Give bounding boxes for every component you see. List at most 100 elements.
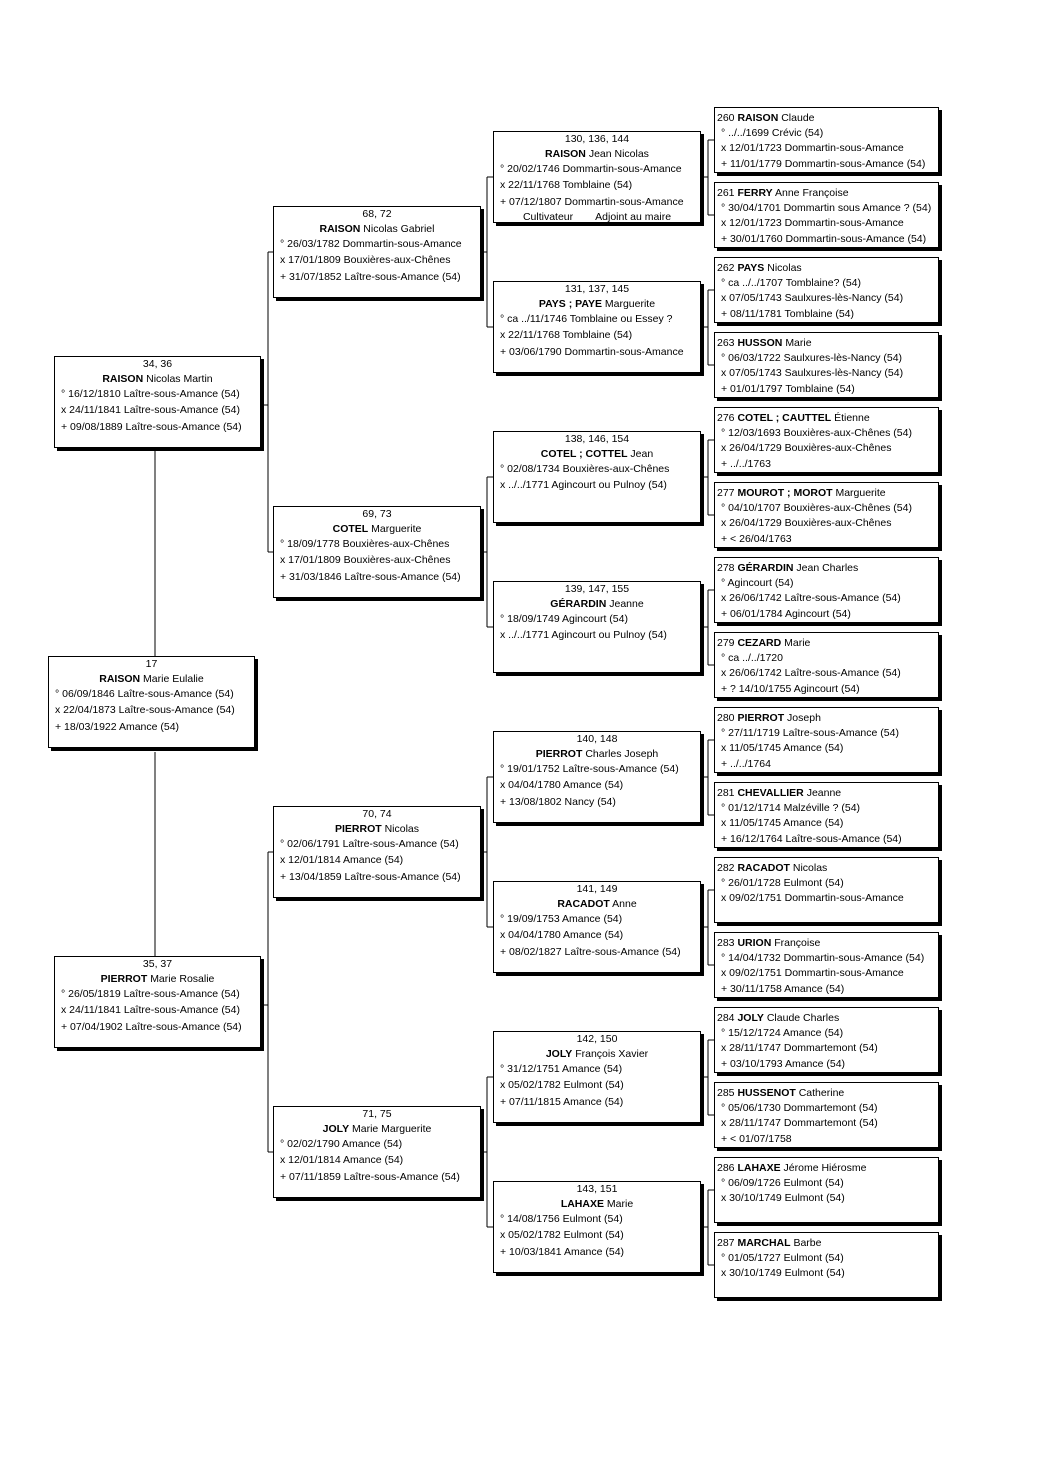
surname: LAHAXE	[560, 1198, 604, 1211]
person-name: 282 RACADOT Nicolas	[717, 861, 936, 876]
marriage-line: x 11/05/1745 Amance (54)	[721, 817, 844, 830]
given-names: Marie	[785, 337, 812, 349]
death-line: + 10/03/1841 Amance (54)	[500, 1245, 625, 1258]
birth-line: ° 15/12/1724 Amance (54)	[721, 1027, 844, 1040]
person-name: PIERROT Marie Rosalie	[57, 972, 258, 987]
occupation: Cultivateur	[522, 211, 574, 223]
death-line: + 07/11/1815 Amance (54)	[500, 1095, 624, 1108]
person-name: 261 FERRY Anne Françoise	[717, 186, 936, 201]
surname: HUSSON	[737, 337, 783, 349]
given-names: Jean Charles	[796, 562, 859, 574]
given-names: Anne Françoise	[775, 187, 849, 199]
birth-line: ° 01/05/1727 Eulmont (54)	[721, 1252, 844, 1265]
person-name: PAYS ; PAYE Marguerite	[496, 297, 698, 312]
given-names: Anne	[612, 898, 637, 911]
death-line: + 07/11/1859 Laître-sous-Amance (54)	[280, 1170, 460, 1183]
sosa-number: 262	[717, 262, 735, 274]
person-name: RAISON Jean Nicolas	[496, 147, 698, 162]
person-name: 276 COTEL ; CAUTTEL Étienne	[717, 411, 936, 426]
person-box-281: 281 CHEVALLIER Jeanne° 01/12/1714 Malzév…	[714, 782, 939, 848]
person-box-284: 284 JOLY Claude Charles° 15/12/1724 Aman…	[714, 1007, 939, 1073]
sosa-number: 282	[717, 862, 735, 874]
person-name: PIERROT Nicolas	[276, 822, 478, 837]
marriage-line: x 12/01/1814 Amance (54)	[280, 853, 404, 866]
occupation: Adjoint au maire	[595, 211, 672, 223]
person-box-277: 277 MOUROT ; MOROT Marguerite° 04/10/170…	[714, 482, 939, 548]
marriage-line: x 05/02/1782 Eulmont (54)	[500, 1078, 624, 1091]
surname: CEZARD	[737, 637, 782, 649]
sosa-number: 263	[717, 337, 735, 349]
birth-line: ° 26/05/1819 Laître-sous-Amance (54)	[61, 988, 240, 1001]
birth-line: ° 30/04/1701 Dommartin sous Amance ? (54…	[721, 202, 932, 215]
birth-line: ° ca ../../1707 Tomblaine? (54)	[721, 277, 862, 290]
given-names: Nicolas Gabriel	[363, 223, 435, 236]
death-line: + 30/11/1758 Amance (54)	[721, 982, 845, 995]
marriage-line: x 26/04/1729 Bouxières-aux-Chênes	[721, 442, 892, 455]
surname: PIERROT	[535, 748, 583, 761]
sosa-number: 281	[717, 787, 735, 799]
given-names: Catherine	[798, 1087, 845, 1099]
given-names: Claude	[781, 112, 815, 124]
sosa-numbers: 141, 149	[576, 883, 618, 895]
sosa-numbers: 142, 150	[576, 1033, 618, 1045]
person-box-282: 282 RACADOT Nicolas° 26/01/1728 Eulmont …	[714, 857, 939, 923]
marriage-line: x 26/06/1742 Laître-sous-Amance (54)	[721, 667, 901, 680]
sosa-number: 277	[717, 487, 735, 499]
sosa-number: 278	[717, 562, 735, 574]
birth-line: ° 06/03/1722 Saulxures-lès-Nancy (54)	[721, 352, 903, 365]
sosa-numbers: 35, 37	[142, 958, 173, 970]
marriage-line: x 17/01/1809 Bouxières-aux-Chênes	[280, 553, 451, 566]
occupation-notes: Cultivateur Adjoint au maire	[496, 210, 698, 223]
given-names: Marie	[606, 1198, 634, 1211]
surname: GÉRARDIN	[737, 562, 794, 574]
death-line: + 08/11/1781 Tomblaine (54)	[721, 307, 854, 320]
person-name: JOLY François Xavier	[496, 1047, 698, 1062]
person-name: PIERROT Charles Joseph	[496, 747, 698, 762]
surname: JOLY	[545, 1048, 573, 1061]
sosa-number: 276	[717, 412, 735, 424]
person-name: 278 GÉRARDIN Jean Charles	[717, 561, 936, 576]
marriage-line: x 04/04/1780 Amance (54)	[500, 778, 624, 791]
surname: MARCHAL	[737, 1237, 791, 1249]
person-name: COTEL Marguerite	[276, 522, 478, 537]
person-box-276: 276 COTEL ; CAUTTEL Étienne° 12/03/1693 …	[714, 407, 939, 473]
marriage-line: x 04/04/1780 Amance (54)	[500, 928, 624, 941]
surname: PIERROT	[334, 823, 382, 836]
surname: PIERROT	[100, 973, 148, 986]
death-line: + 31/07/1852 Laître-sous-Amance (54)	[280, 270, 461, 283]
birth-line: ° 19/09/1753 Amance (54)	[500, 913, 623, 926]
given-names: Joseph	[787, 712, 821, 724]
given-names: Marguerite	[604, 298, 656, 311]
given-names: Étienne	[834, 412, 870, 424]
death-line: + 11/01/1779 Dommartin-sous-Amance (54)	[721, 157, 926, 170]
person-box-263: 263 HUSSON Marie ° 06/03/1722 Saulxures-l…	[714, 332, 939, 398]
marriage-line: x 30/10/1749 Eulmont (54)	[721, 1192, 845, 1205]
death-line: + 08/02/1827 Laître-sous-Amance (54)	[500, 945, 681, 958]
birth-line: ° 26/03/1782 Dommartin-sous-Amance	[280, 238, 462, 251]
sosa-number: 284	[717, 1012, 735, 1024]
marriage-line: x 26/06/1742 Laître-sous-Amance (54)	[721, 592, 901, 605]
person-box-260: 260 RAISON Claude° ../../1699 Crévic (54…	[714, 107, 939, 173]
person-name: 283 URION Françoise	[717, 936, 936, 951]
sosa-numbers: 71, 75	[362, 1108, 392, 1120]
death-line: + 13/04/1859 Laître-sous-Amance (54)	[280, 870, 461, 883]
marriage-line: x 28/11/1747 Dommartemont (54)	[721, 1042, 878, 1055]
birth-line: ° 27/11/1719 Laître-sous-Amance (54)	[721, 727, 899, 740]
given-names: Jérome Hiérosme	[783, 1162, 867, 1174]
marriage-line: x 11/05/1745 Amance (54)	[721, 742, 844, 755]
person-name: COTEL ; COTTEL Jean	[496, 447, 698, 462]
marriage-line: x 12/01/1723 Dommartin-sous-Amance	[721, 142, 904, 155]
marriage-line: x 12/01/1723 Dommartin-sous-Amance	[721, 217, 904, 230]
given-names: Marie Rosalie	[150, 973, 215, 986]
sosa-numbers: 68, 72	[362, 208, 392, 220]
person-name: 284 JOLY Claude Charles	[717, 1011, 936, 1026]
sosa-numbers: 131, 137, 145	[564, 283, 630, 295]
surname: CHEVALLIER	[737, 787, 804, 799]
death-line: + 07/04/1902 Laître-sous-Amance (54)	[61, 1020, 242, 1033]
person-name: 279 CEZARD Marie	[717, 636, 936, 651]
surname: URION	[737, 937, 772, 949]
